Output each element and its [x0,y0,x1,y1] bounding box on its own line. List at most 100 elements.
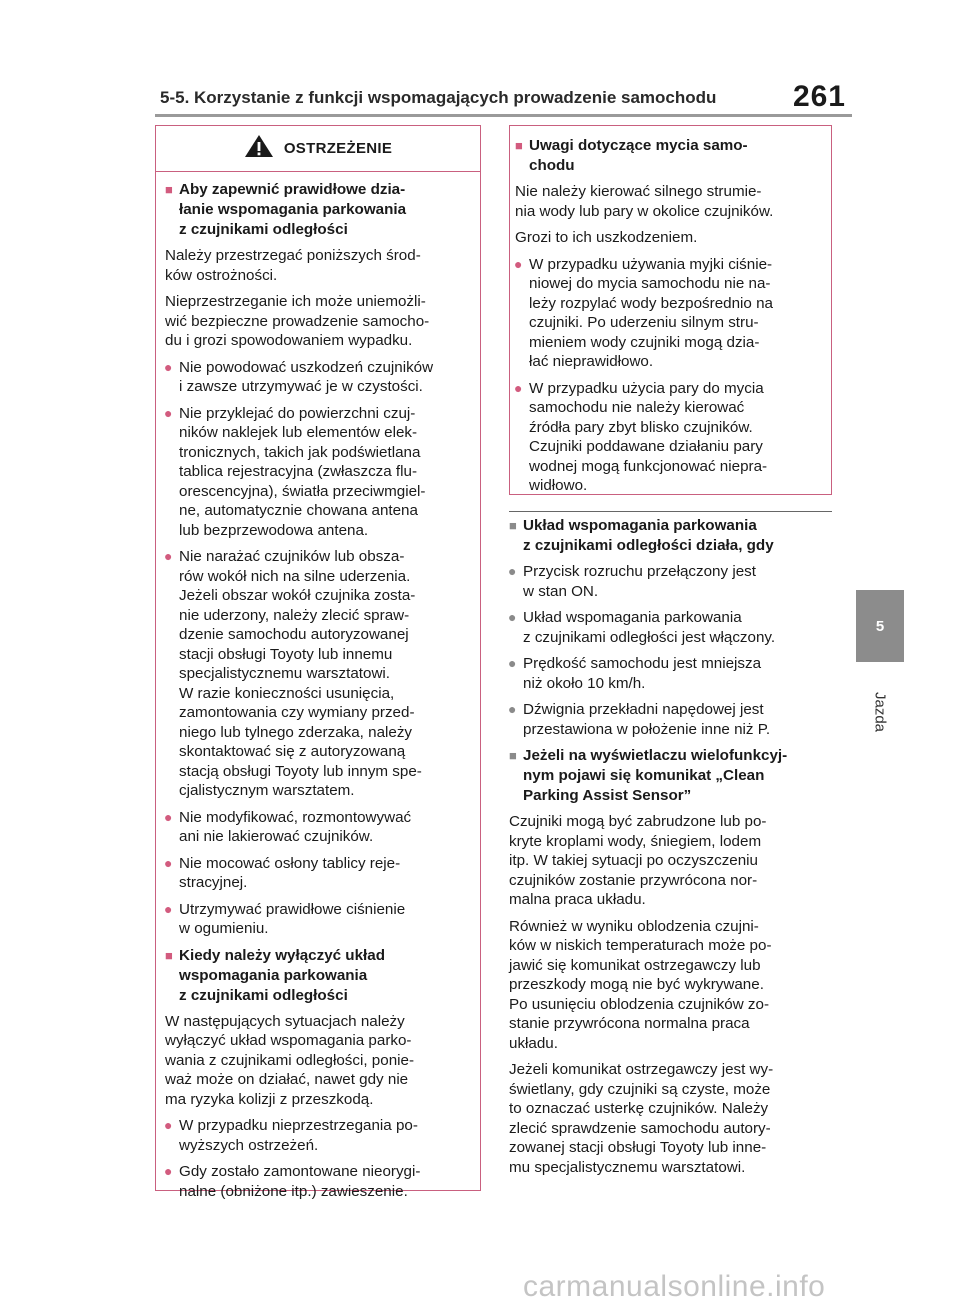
text-line: W razie konieczności usunięcia, [179,684,395,702]
text-line: Nie przyklejać do powierzchni czuj- [179,404,416,422]
text-line: ków ostrożności. [165,266,278,284]
text-line: nalne (obniżone itp.) zawieszenie. [179,1182,408,1200]
text-line: cjalistycznym warsztatem. [179,782,355,799]
warning-bullet: W przypadku nieprzestrzegania po-wyższyc… [164,1116,474,1155]
text-line: wyższych ostrzeżeń. [179,1136,319,1154]
text-line: orescencyjna), światła przeciwmgiel- [179,482,426,500]
text-line: łanie wspomagania parkowania [179,201,407,218]
warning-content: Aby zapewnić prawidłowe dzia-łanie wspom… [156,172,480,1201]
text-line: stacją obsługi Toyoty lub innym spe- [179,762,422,780]
text-line: z czujnikami odległości [179,221,348,238]
text-line: świetlany, gdy czujniki są czyste, może [509,1080,771,1098]
text-line: malna praca układu. [509,891,646,908]
warning-title: OSTRZEŻENIE [283,140,393,157]
warning-bullet: Nie mocować osłony tablicy reje-stracyjn… [164,854,474,893]
text-line: Dźwignia przekładni napędowej jest [523,701,764,718]
text-line: przeszkody mogą nie być wykrywane. [509,976,764,993]
text-line: specjalistycznemu warsztatowi. [179,665,391,682]
message-paragraph: Również w wyniku oblodzenia czujni-ków w… [509,917,839,1054]
text-line: Nie mocować osłony tablicy reje- [179,854,401,872]
text-line: Przycisk rozruchu przełączony jest [523,563,756,580]
text-line: wspomagania parkowania [179,966,368,984]
text-line: stracyjnej. [179,874,248,891]
warning-bullet: Nie narażać czujników lub obsza-rów wokó… [164,547,474,801]
note-paragraph: Nie należy kierować silnego strumie-nia … [515,182,825,221]
text-line: tablica rejestracyjna (zwłaszcza flu- [179,463,418,480]
text-line: Nie powodować uszkodzeń czujników [179,358,434,376]
page-number: 261 [792,80,846,113]
text-line: z czujnikami odległości jest włączony. [523,628,776,646]
condition-bullet: Dźwignia przekładni napędowej jest przest… [508,700,839,739]
condition-bullet: Prędkość samochodu jest mniejsza niż okoł… [508,654,839,693]
text-line: źródła pary zbyt blisko czujników. [529,418,753,436]
text-line: rów wokół nich na silne uderzenia. [179,567,411,585]
message-heading: Jeżeli na wyświetlaczu wielofunkcyj-nym … [509,746,839,806]
text-line: Nie należy kierować silnego strumie- [515,183,762,200]
text-line: niż około 10 km/h. [523,674,646,692]
text-line: niowej do mycia samochodu nie na- [529,275,771,292]
watermark: carmanualsonline.info [523,1270,826,1303]
text-line: Uwagi dotyczące mycia samo- [529,137,748,154]
text-line: Parking Assist Sensor” [523,787,692,804]
text-line: Układ wspomagania parkowania [523,609,742,626]
text-line: widłowo. [529,477,588,494]
right-column-content: Układ wspomagania parkowania z czujnikami… [508,516,839,1184]
text-line: skontaktować się z autoryzowaną [179,743,406,760]
message-paragraph: Jeżeli komunikat ostrzegawczy jest wy-św… [509,1060,839,1177]
section-title: 5-5. Korzystanie z funkcji wspomagającyc… [160,88,717,107]
warning-section-heading: Aby zapewnić prawidłowe dzia-łanie wspom… [165,180,474,240]
text-line: jawić się komunikat ostrzegawczy lub [509,956,761,974]
text-line: nym pojawi się komunikat „Clean [523,767,765,784]
text-line: Również w wyniku oblodzenia czujni- [509,917,759,935]
text-line: Utrzymywać prawidłowe ciśnienie [179,900,406,918]
text-line: Jeżeli komunikat ostrzegawczy jest wy- [509,1061,774,1078]
text-line: w ogumieniu. [179,920,269,937]
text-line: zowanej stacji obsługi Toyoty lub inne- [509,1139,767,1156]
text-line: przestawiona w położenie inne niż P. [523,720,771,738]
text-line: stanie przywrócona normalna praca [509,1015,750,1032]
text-line: Gdy zostało zamontowane nieorygi- [179,1163,421,1180]
text-line: czujniki. Po uderzeniu silnym stru- [529,314,759,331]
text-line: waż może on działać, nawet gdy nie [165,1071,409,1088]
text-line: ników naklejek lub elementów elek- [179,424,418,441]
header-divider [155,114,852,117]
text-line: chodu [529,157,575,174]
text-line: ków w niskich temperaturach może po- [509,937,772,954]
text-line: zamontowania czy wymiany przed- [179,704,415,721]
text-line: mu specjalistycznemu warsztatowi. [509,1158,746,1176]
text-line: układu. [509,1034,558,1052]
page-header: 5-5. Korzystanie z funkcji wspomagającyc… [160,80,850,116]
chapter-tab[interactable]: 5 [856,590,904,662]
text-line: du i grozi spowodowaniem wypadku. [165,332,413,349]
warning-paragraph: Należy przestrzegać poniższych środ-ków … [165,246,474,285]
text-line: itp. W takiej sytuacji po oczyszczeniu [509,852,758,869]
warning-box: OSTRZEŻENIE Aby zapewnić prawidłowe dzia… [155,125,481,1200]
text-line: Nie narażać czujników lub obsza- [179,548,405,565]
text-line: W przypadku używania myjki ciśnie- [529,255,773,273]
text-line: Prędkość samochodu jest mniejsza [523,655,762,672]
text-line: z czujnikami odległości [179,986,348,1004]
text-line: ani nie lakierować czujników. [179,828,374,845]
text-line: stacji obsługi Toyoty lub innemu [179,645,393,663]
text-line: ma ryzyka kolizji z przeszkodą. [165,1090,374,1108]
chapter-label: Jazda [860,676,900,748]
message-paragraph: Czujniki mogą być zabrudzone lub po-kryt… [509,812,839,910]
note-heading: Uwagi dotyczące mycia samo-chodu [515,136,825,176]
text-line: mieniem wody czujniki mogą dzia- [529,333,760,351]
condition-bullet: Układ wspomagania parkowania z czujnikami… [508,608,839,647]
text-line: W przypadku nieprzestrzegania po- [179,1117,418,1134]
warning-triangle-icon [244,134,274,163]
text-line: lub bezprzewodowa antena. [179,521,369,539]
text-line: tronicznych, takich jak podświetlana [179,443,421,461]
warning-paragraph: Nieprzestrzeganie ich może uniemożli-wić… [165,292,474,351]
text-line: Grozi to ich uszkodzeniem. [515,229,698,246]
text-line: kryte kroplami wody, śniegiem, lodem [509,832,762,850]
text-line: Czujniki mogą być zabrudzone lub po- [509,813,767,830]
text-line: wić bezpieczne prowadzenie samocho- [165,312,430,330]
text-line: W następujących sytuacjach należy [165,1012,405,1030]
